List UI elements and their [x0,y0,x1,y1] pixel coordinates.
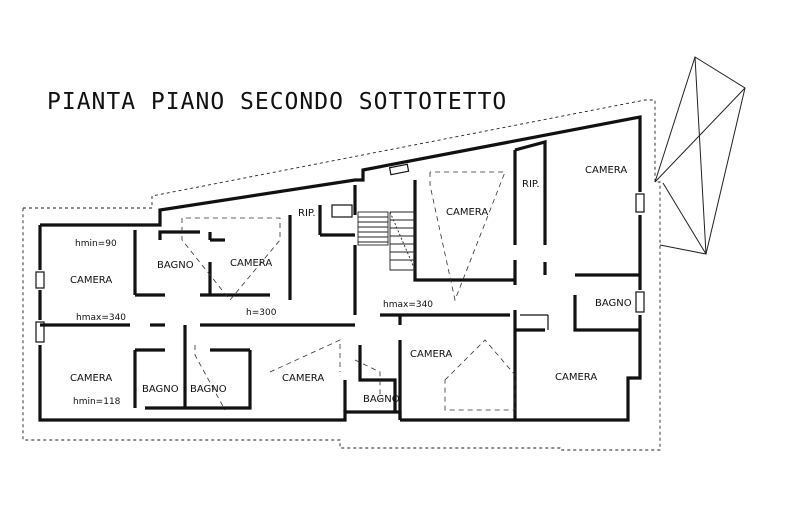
room-label-bagno: BAGNO [363,394,400,405]
room-labels: CAMERA BAGNO CAMERA RIP. CAMERA RIP. CAM… [70,165,632,405]
room-label-camera: CAMERA [555,372,597,383]
window-marks [35,163,645,343]
room-label-bagno: BAGNO [142,384,179,395]
room-label-bagno: BAGNO [157,260,194,271]
room-label-camera: CAMERA [585,165,627,176]
room-label-camera: CAMERA [70,275,112,286]
height-annotations: hmin=90 hmax=340 h=300 hmax=340 hmin=118 [73,239,433,407]
room-label-camera: CAMERA [446,207,488,218]
drawing-title: PIANTA PIANO SECONDO SOTTOTETTO [47,89,507,115]
staircase [357,211,416,271]
outer-walls [38,115,642,422]
room-label-ripostiglio: RIP. [298,208,316,219]
roof-projection-lines [181,171,516,411]
height-note: h=300 [246,308,277,318]
room-label-camera: CAMERA [230,258,272,269]
height-note: hmin=90 [75,239,117,249]
height-note: hmax=340 [383,300,433,310]
room-label-camera: CAMERA [410,349,452,360]
room-label-bagno: BAGNO [595,298,632,309]
roof-sketch [654,56,746,255]
room-label-camera: CAMERA [282,373,324,384]
room-label-bagno: BAGNO [190,384,227,395]
height-note: hmin=118 [73,397,121,407]
room-label-ripostiglio: RIP. [522,179,540,190]
height-note: hmax=340 [76,313,126,323]
interior-walls [40,139,640,420]
eaves-outline [22,99,661,451]
room-label-camera: CAMERA [70,373,112,384]
